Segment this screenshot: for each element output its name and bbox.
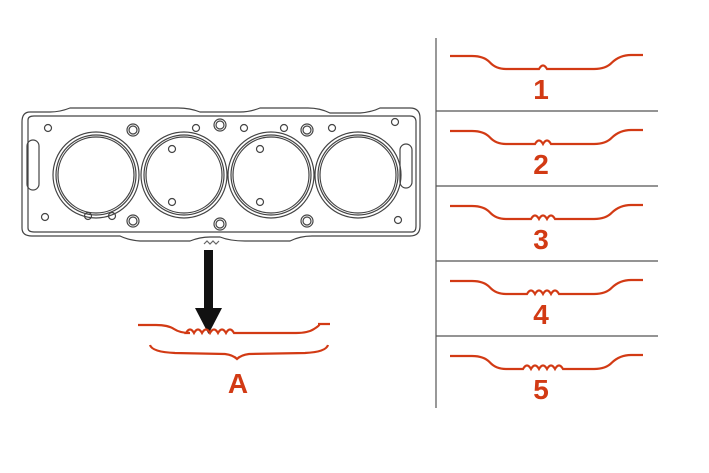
cylinder-bore [52, 131, 140, 219]
profile-line [450, 353, 643, 372]
variant-4: 4 [450, 278, 643, 330]
bolt-hole [239, 123, 249, 133]
detail-a-bracket [148, 344, 330, 361]
profile-line [450, 203, 643, 222]
profile-line [450, 278, 643, 297]
bolt-hole [167, 197, 177, 207]
variant-label: 5 [533, 374, 549, 405]
bolt-hole [167, 144, 177, 154]
variant-label: 4 [533, 299, 549, 330]
bolt-hole [390, 117, 400, 127]
bolt-hole [40, 212, 50, 222]
bolt-hole [43, 123, 53, 133]
bolt-hole [327, 123, 337, 133]
bolt-hole [191, 123, 201, 133]
bolt-hole [213, 217, 227, 231]
bolt-hole [300, 214, 314, 228]
bolt-hole [213, 118, 227, 132]
bolt-hole [393, 215, 403, 225]
variant-3: 3 [450, 203, 643, 255]
profile-line [450, 53, 643, 71]
cylinder-head-gasket [21, 107, 421, 245]
bolt-hole [107, 211, 117, 221]
variants-panel: 1 2 3 4 5 [435, 38, 658, 408]
variant-1: 1 [450, 53, 643, 105]
bolt-hole [300, 123, 314, 137]
bolt-hole [255, 144, 265, 154]
variant-2: 2 [450, 128, 643, 180]
profile-line [450, 128, 643, 147]
cylinder-bore [314, 131, 402, 219]
variant-label: 2 [533, 149, 549, 180]
variant-5: 5 [450, 353, 643, 405]
variant-label: 3 [533, 224, 549, 255]
down-arrow [195, 250, 222, 334]
bolt-hole [83, 211, 93, 221]
variant-label: 1 [533, 74, 549, 105]
bolt-hole [255, 197, 265, 207]
detail-a-profile: A [138, 322, 330, 399]
cylinder-bore [227, 131, 315, 219]
bolt-hole [126, 123, 140, 137]
bolt-hole [279, 123, 289, 133]
bolt-hole [126, 214, 140, 228]
detail-label: A [228, 368, 248, 399]
cylinder-bore [140, 131, 228, 219]
